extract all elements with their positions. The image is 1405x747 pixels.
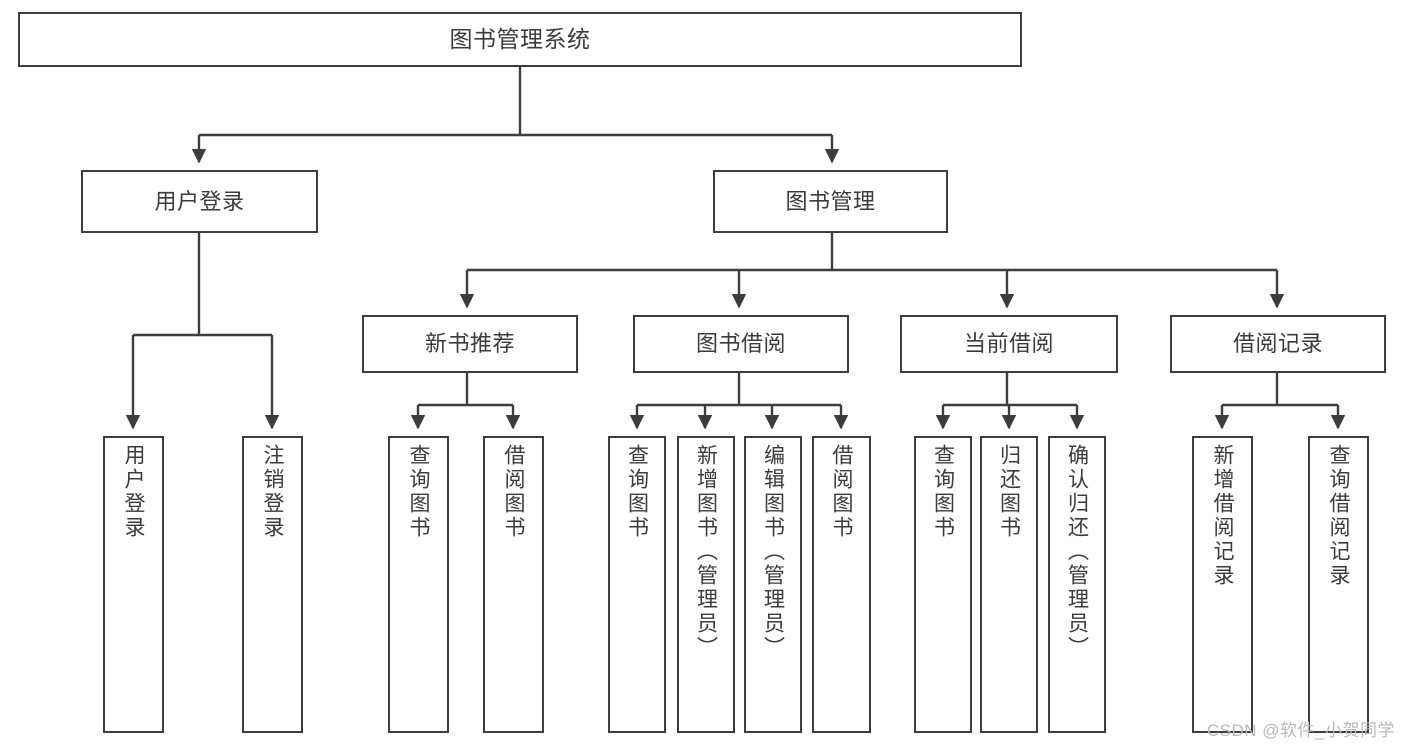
leaf-borrow-add-book-admin[interactable]: 新增图书（管理员）	[677, 436, 735, 733]
node-label: 借阅图书	[830, 444, 853, 540]
node-label: 归还图书	[997, 444, 1021, 540]
node-label: 借阅记录	[1232, 331, 1323, 357]
csdn-watermark: CSDN @软件_小贺同学	[1206, 721, 1395, 740]
node-label: 查询图书	[407, 444, 430, 540]
node-label: 借阅图书	[502, 444, 525, 540]
node-label: 图书管理	[785, 188, 876, 214]
node-label: 新增图书（管理员）	[694, 444, 718, 660]
node-label: 当前借阅	[963, 331, 1054, 357]
leaf-new-books-query[interactable]: 查询图书	[388, 436, 449, 733]
node-current-borrow[interactable]: 当前借阅	[900, 315, 1118, 373]
node-label: 用户登录	[122, 444, 145, 540]
leaf-records-add-record[interactable]: 新增借阅记录	[1192, 436, 1253, 733]
leaf-user-login[interactable]: 用户登录	[103, 436, 164, 733]
node-label: 查询图书	[931, 444, 955, 540]
leaf-current-return-book[interactable]: 归还图书	[980, 436, 1038, 733]
node-label: 新书推荐	[424, 331, 515, 357]
node-root-system[interactable]: 图书管理系统	[18, 12, 1022, 67]
node-label: 确认归还（管理员）	[1065, 444, 1089, 660]
leaf-current-confirm-return-admin[interactable]: 确认归还（管理员）	[1048, 436, 1106, 733]
node-label: 编辑图书（管理员）	[761, 444, 785, 660]
node-book-borrow[interactable]: 图书借阅	[633, 315, 849, 373]
leaf-user-logout[interactable]: 注销登录	[242, 436, 303, 733]
node-label: 查询图书	[625, 444, 649, 540]
node-label: 图书管理系统	[449, 25, 591, 52]
leaf-borrow-borrow-book[interactable]: 借阅图书	[812, 436, 871, 733]
node-label: 新增借阅记录	[1211, 444, 1234, 588]
node-user-login[interactable]: 用户登录	[81, 170, 318, 233]
leaf-new-books-borrow[interactable]: 借阅图书	[483, 436, 544, 733]
node-label: 查询借阅记录	[1327, 444, 1350, 588]
node-book-management[interactable]: 图书管理	[713, 170, 948, 233]
leaf-records-query-record[interactable]: 查询借阅记录	[1308, 436, 1369, 733]
node-new-book-recommend[interactable]: 新书推荐	[362, 315, 578, 373]
node-label: 注销登录	[261, 444, 284, 540]
leaf-borrow-query-book[interactable]: 查询图书	[608, 436, 666, 733]
leaf-borrow-edit-book-admin[interactable]: 编辑图书（管理员）	[744, 436, 802, 733]
node-label: 图书借阅	[695, 331, 786, 357]
leaf-current-query-book[interactable]: 查询图书	[914, 436, 972, 733]
node-borrow-records[interactable]: 借阅记录	[1170, 315, 1386, 373]
node-label: 用户登录	[154, 188, 245, 214]
